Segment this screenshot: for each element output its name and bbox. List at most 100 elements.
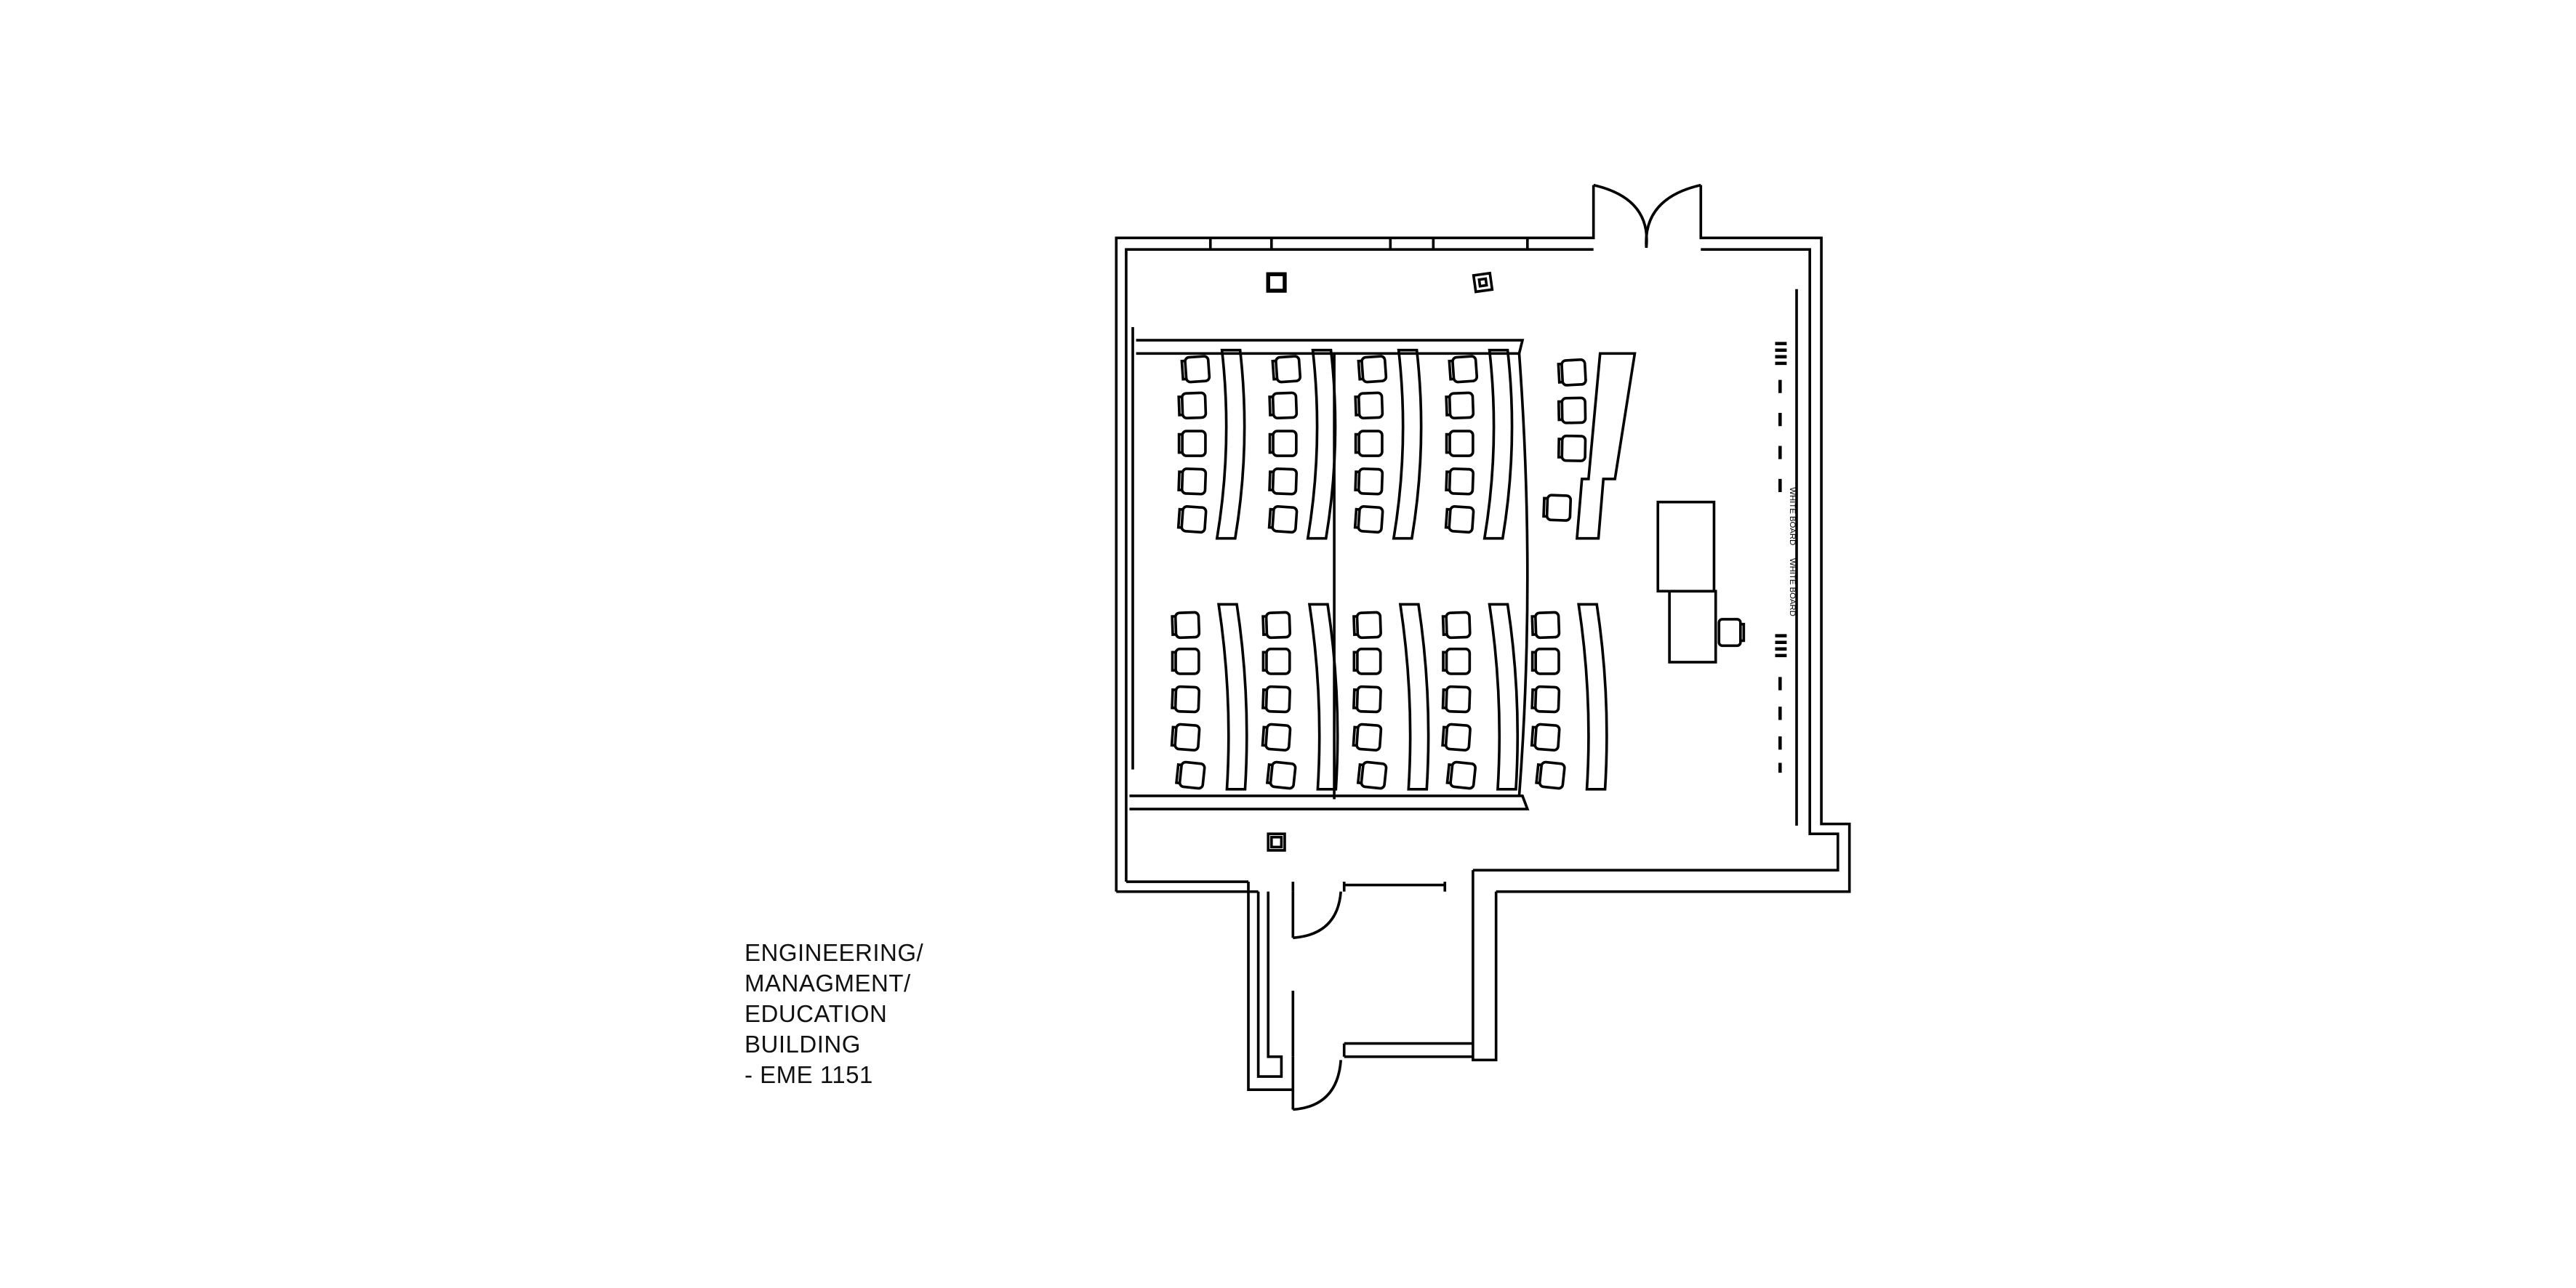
door-vestibule-lower [1291, 1056, 1342, 1111]
chair [1533, 685, 1561, 714]
instructor-chair [1717, 618, 1742, 648]
caption-line: BUILDING [745, 1031, 861, 1058]
chair-back [1261, 651, 1267, 672]
chair [1560, 358, 1587, 387]
chair [1560, 434, 1587, 462]
chair [1272, 430, 1298, 457]
chair-back [1441, 688, 1448, 709]
caption-line: - EME 1151 [745, 1061, 873, 1088]
chair [1448, 430, 1474, 457]
desk [1392, 348, 1423, 540]
chair-back [1265, 762, 1273, 785]
chair-back [1445, 432, 1450, 454]
chair-back [1175, 762, 1182, 785]
chair-back [1530, 651, 1536, 672]
chair [1180, 391, 1208, 420]
chair-back [1176, 507, 1184, 529]
chair [1533, 723, 1561, 752]
chair-back [1261, 615, 1267, 636]
chair [1356, 647, 1382, 675]
chair [1534, 647, 1560, 675]
chair-back [1444, 507, 1451, 529]
chair-back [1357, 359, 1363, 381]
chair-back [1353, 507, 1360, 529]
chair-back [1530, 688, 1536, 709]
desk [1482, 348, 1514, 540]
chair-back [1261, 688, 1267, 709]
vestibule-walls [1247, 870, 1498, 1092]
chair [1360, 760, 1388, 790]
chair-back [1177, 470, 1183, 492]
chair [1355, 685, 1382, 714]
column-post [1477, 277, 1488, 288]
chair-back [1352, 651, 1357, 672]
chair [1180, 467, 1208, 496]
chair-back [1441, 725, 1448, 747]
chair [1445, 611, 1472, 640]
chair [1178, 760, 1206, 790]
chair [1355, 723, 1383, 752]
caption-line: MANAGMENT/ [745, 970, 911, 997]
chair-back [1354, 395, 1360, 416]
chair-back [1352, 725, 1358, 747]
whiteboard-label: WHITE BOARD [1788, 487, 1797, 545]
chair [1444, 723, 1472, 752]
chair [1357, 391, 1384, 420]
chair-back [1530, 615, 1536, 636]
chair-back [1352, 615, 1358, 636]
door-vestibule-upper [1291, 891, 1342, 940]
chair [1174, 647, 1200, 675]
chair-back [1177, 432, 1183, 454]
desk [1307, 603, 1339, 791]
chair-back [1354, 432, 1360, 454]
chair-back [1354, 470, 1360, 492]
desk [1488, 603, 1520, 791]
chair-back [1557, 438, 1562, 459]
desk [1575, 352, 1637, 540]
chair-back [1441, 615, 1448, 636]
chair [1534, 611, 1561, 640]
chair [1173, 685, 1201, 714]
column-post [1267, 832, 1286, 852]
chair-back [1261, 725, 1267, 747]
chair [1357, 430, 1384, 457]
chair [1357, 504, 1384, 534]
caption-line: EDUCATION [745, 1000, 888, 1027]
chair [1265, 647, 1291, 675]
chair-back [1535, 762, 1542, 785]
chair [1448, 504, 1475, 534]
chair-back [1356, 762, 1364, 785]
chair [1451, 355, 1479, 384]
chair-back [1448, 359, 1454, 381]
column-post [1472, 271, 1494, 294]
room-caption: ENGINEERING/ MANAGMENT/ EDUCATION BUILDI… [745, 938, 1050, 1090]
chair [1269, 760, 1297, 790]
chair [1264, 723, 1292, 752]
whiteboard-wall [1775, 342, 1787, 773]
chair [1271, 467, 1299, 496]
chair [1173, 723, 1201, 752]
seating-rows [1170, 348, 1637, 791]
chair-back [1542, 496, 1548, 518]
chair-back [1445, 395, 1450, 416]
chair-back [1271, 359, 1277, 381]
chair-back [1442, 651, 1447, 672]
chair-back [1445, 470, 1450, 492]
chair-back [1557, 400, 1562, 422]
chair [1449, 760, 1477, 790]
seating-area-outline [1129, 326, 1530, 810]
chair [1355, 611, 1382, 640]
chair-back [1268, 395, 1274, 416]
chair [1271, 504, 1299, 534]
caption-line: ENGINEERING/ [745, 939, 924, 966]
chair [1360, 355, 1388, 384]
chair [1181, 430, 1207, 457]
chair-back [1557, 362, 1563, 384]
chair [1545, 494, 1573, 522]
chair-back [1171, 615, 1176, 636]
chair-back [1268, 432, 1274, 454]
column-post [1266, 272, 1287, 293]
chair-back [1267, 507, 1275, 529]
